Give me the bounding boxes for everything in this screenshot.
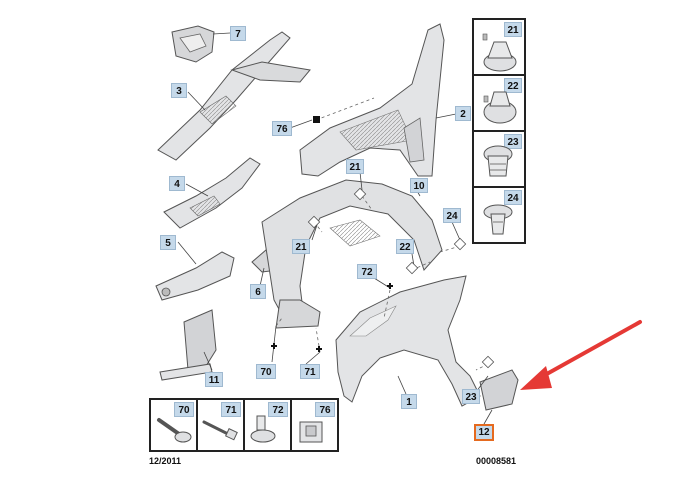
callout-3[interactable]: 3 — [171, 83, 187, 98]
callout-1[interactable]: 1 — [401, 394, 417, 409]
clip-23-icon — [483, 145, 513, 177]
callout-71[interactable]: 71 — [300, 364, 320, 379]
fixing-markers — [271, 116, 495, 369]
clip-cell-23[interactable]: 23 — [474, 132, 524, 188]
fastener-panel: 70 71 72 76 — [149, 398, 339, 452]
nut-72-icon — [250, 415, 276, 443]
callout-10[interactable]: 10 — [410, 178, 428, 193]
clip-cell-22[interactable]: 22 — [474, 76, 524, 132]
callout-4[interactable]: 4 — [169, 176, 185, 191]
callout-11[interactable]: 11 — [205, 372, 223, 387]
footer-date: 12/2011 — [149, 456, 182, 466]
clip-cell-21[interactable]: 21 — [474, 20, 524, 76]
part-2-inner-panel[interactable] — [299, 23, 445, 177]
callout-76[interactable]: 76 — [272, 121, 292, 136]
callout-22[interactable]: 22 — [396, 239, 414, 254]
callout-70[interactable]: 70 — [256, 364, 276, 379]
part-5-lower-bracket[interactable] — [155, 251, 235, 301]
fastener-cell-70[interactable]: 70 — [151, 400, 198, 450]
clip-22-icon — [483, 91, 517, 124]
callout-21-lower[interactable]: 21 — [292, 239, 310, 254]
fastener-cell-76[interactable]: 76 — [292, 400, 337, 450]
part-7-bracket[interactable] — [171, 25, 215, 63]
cage-nut-76-icon — [299, 421, 323, 443]
highlight-arrow — [520, 320, 642, 390]
clip-panel: 21 22 23 24 — [472, 18, 526, 244]
fastener-label-76: 76 — [315, 402, 335, 417]
clip-label-24: 24 — [504, 190, 522, 205]
callout-24[interactable]: 24 — [443, 208, 461, 223]
callout-2[interactable]: 2 — [455, 106, 471, 121]
callout-21-upper[interactable]: 21 — [346, 159, 364, 174]
fastener-label-72: 72 — [268, 402, 288, 417]
part-12-cover[interactable] — [479, 369, 519, 411]
screw-70-icon — [157, 418, 192, 443]
clip-label-23: 23 — [504, 134, 522, 149]
fastener-cell-72[interactable]: 72 — [245, 400, 292, 450]
callout-72[interactable]: 72 — [357, 264, 377, 279]
fastener-cell-71[interactable]: 71 — [198, 400, 245, 450]
clip-21-icon — [482, 33, 517, 72]
part-11-side-panel[interactable] — [159, 309, 217, 381]
part-10-arch-liner[interactable] — [261, 179, 443, 329]
clip-cell-24[interactable]: 24 — [474, 188, 524, 242]
callout-12-highlighted[interactable]: 12 — [474, 424, 494, 441]
fastener-label-70: 70 — [174, 402, 194, 417]
callout-7[interactable]: 7 — [230, 26, 246, 41]
part-3-upper-rail[interactable] — [157, 31, 311, 161]
callout-23[interactable]: 23 — [462, 389, 480, 404]
part-4-mid-rail[interactable] — [163, 157, 261, 229]
clip-label-21: 21 — [504, 22, 522, 37]
callout-6[interactable]: 6 — [250, 284, 266, 299]
clip-label-22: 22 — [504, 78, 522, 93]
footer-reference: 00008581 — [476, 456, 517, 466]
fastener-label-71: 71 — [221, 402, 241, 417]
part-1-front-wing[interactable] — [335, 275, 481, 407]
callout-5[interactable]: 5 — [160, 235, 176, 250]
bolt-71-icon — [202, 420, 238, 441]
clip-24-icon — [483, 204, 513, 235]
